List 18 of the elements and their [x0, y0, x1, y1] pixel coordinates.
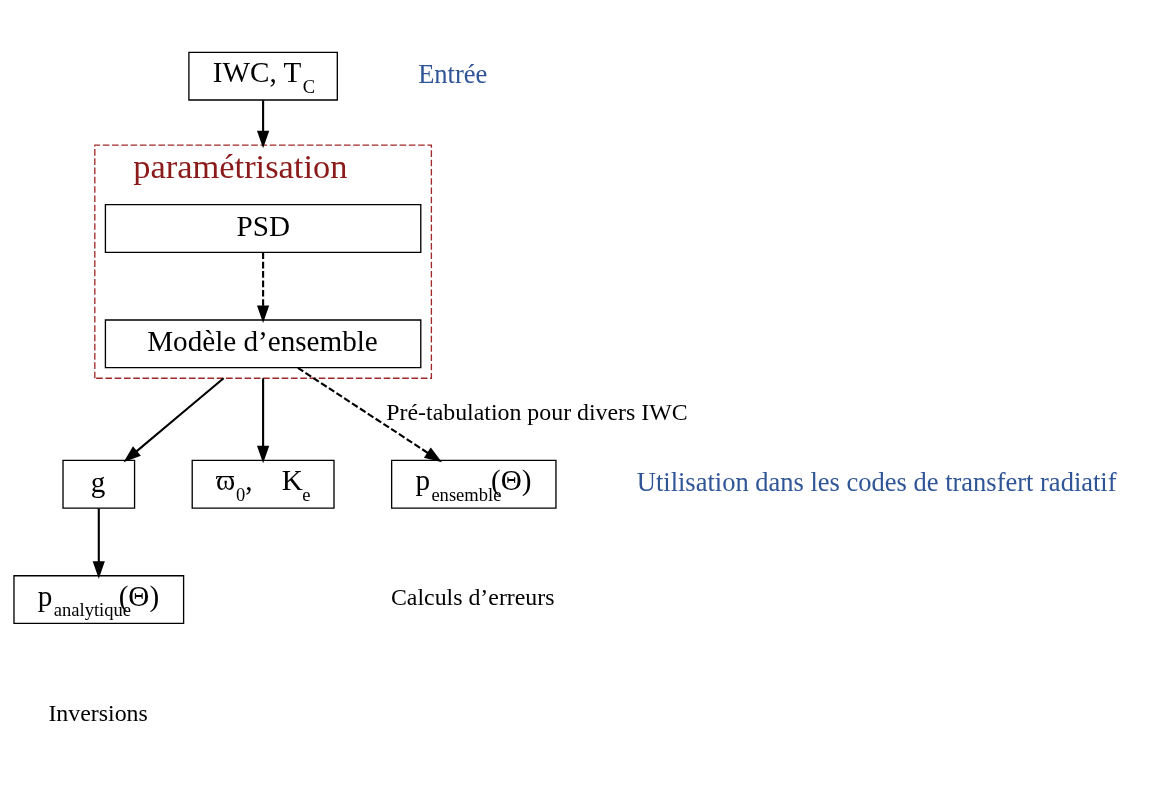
label: Utilisation dans les codes de transfert radiatif — [636, 466, 1117, 497]
node-box: ϖ$_{0}$, K$_{e}$ — [191, 459, 335, 509]
node-box: Modèle d’ensemble — [104, 318, 422, 368]
arrow — [256, 99, 270, 148]
node-box: IWC, T$_{C}$ — [188, 51, 338, 101]
arrow — [123, 376, 225, 462]
node-box: g — [62, 459, 136, 509]
arrow — [256, 252, 270, 323]
arrow — [297, 366, 442, 462]
edge-label: Pré-tabulation pour divers IWC — [386, 398, 688, 425]
label: Calculs d’erreurs — [390, 583, 555, 610]
node-box: p$_{analytique}$(Θ) — [13, 574, 185, 624]
label: Entrée — [418, 58, 488, 89]
arrow — [256, 377, 270, 463]
node-box: PSD — [104, 203, 422, 253]
node-box: p$_{ensemble}$(Θ) — [390, 459, 557, 509]
arrow — [92, 507, 105, 579]
label: Inversions — [48, 699, 148, 726]
